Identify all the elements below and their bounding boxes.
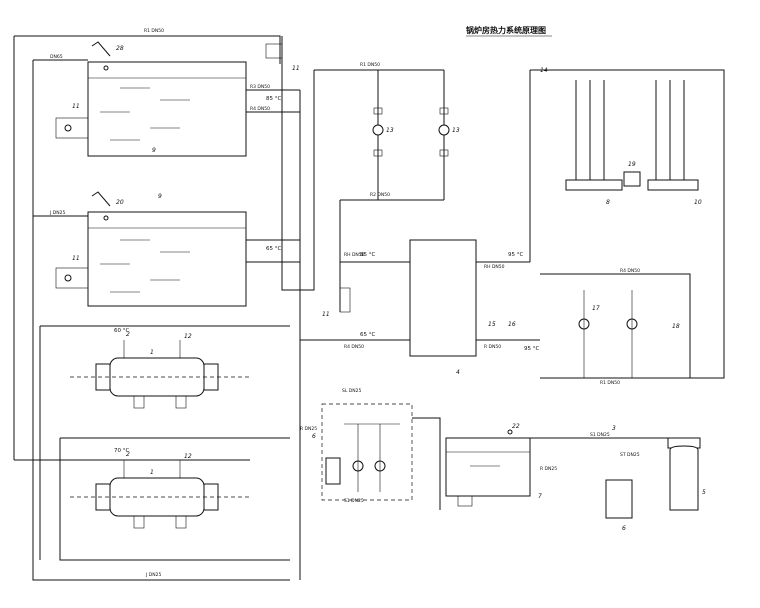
small-tank-num: 6: [622, 525, 626, 532]
tag-28: 28: [116, 45, 124, 52]
tag-2a: 2: [126, 331, 130, 338]
tag-11d: 11: [322, 311, 330, 318]
water-tank-num: 7: [538, 493, 542, 500]
pump-pair-right-middle[interactable]: 15 16 17 18: [488, 290, 680, 378]
temp-label: 85 °C: [360, 252, 375, 258]
tag-11c: 11: [292, 65, 300, 72]
pipe-label: R DN25: [300, 426, 317, 432]
pipe-label: R4 DN50: [250, 106, 270, 112]
temp-label: 60 °C: [114, 328, 129, 334]
pipe-label: RH DN50: [484, 264, 505, 270]
tag-18: 18: [672, 323, 680, 330]
tag-22: 22: [512, 423, 520, 430]
header-right-num: 10: [694, 199, 702, 206]
tank-lower[interactable]: 20 9: [87, 191, 247, 307]
pipe-label: R1 DN50: [360, 62, 380, 68]
pump-pair-upper-middle[interactable]: 13 13: [372, 107, 460, 157]
header-left-num: 8: [606, 199, 610, 206]
hx-lower-num: 1: [150, 469, 154, 476]
tag-14: 14: [540, 67, 548, 74]
control-box-num: 6: [312, 433, 316, 440]
header-valve[interactable]: 19: [623, 161, 641, 187]
tag-19: 19: [628, 161, 636, 168]
pipe-label: R DN50: [484, 344, 501, 350]
pipe-label: RH DN50: [344, 252, 365, 258]
temp-label: 65 °C: [266, 246, 281, 252]
tag-13b: 13: [452, 127, 460, 134]
temp-label: 70 °C: [114, 448, 129, 454]
pipe-label: R DN25: [540, 466, 557, 472]
valve-top-right[interactable]: 11: [265, 43, 300, 72]
tag-11a: 11: [72, 103, 80, 110]
heat-exchanger-upper[interactable]: 1 12 2: [70, 331, 250, 409]
softener[interactable]: 5: [667, 437, 706, 511]
tank-lower-num: 9: [158, 193, 162, 200]
temp-label: 95 °C: [524, 346, 539, 352]
tag-2b: 2: [126, 451, 130, 458]
pipe-label: R1 DN50: [600, 380, 620, 386]
pipe-labels: R1 DN50 DN65 R3 DN50 R4 DN50 R1 DN50 R2 …: [49, 28, 640, 578]
tag-13a: 13: [386, 127, 394, 134]
temp-label: 95 °C: [508, 252, 523, 258]
softener-num: 5: [702, 489, 706, 496]
pipe-label: R4 DN50: [620, 268, 640, 274]
pipe-label: R3 DN50: [250, 84, 270, 90]
small-tank[interactable]: 6: [605, 479, 633, 532]
pipe-label: R4 DN50: [344, 344, 364, 350]
temp-label: 65 °C: [360, 332, 375, 338]
tag-15: 15: [488, 321, 496, 328]
central-vessel[interactable]: 4: [409, 239, 477, 376]
tank-upper[interactable]: 28 9: [87, 41, 247, 157]
water-tank[interactable]: 7 22: [412, 417, 680, 510]
tag-3: 3: [612, 425, 616, 432]
hx-upper-num: 1: [150, 349, 154, 356]
valve-group-upper-left[interactable]: 11: [55, 103, 89, 139]
pipe-label: S1 DN25: [590, 432, 610, 438]
pipe-label: J DN25: [145, 572, 161, 578]
temperature-labels: 85 °C 65 °C 85 °C 65 °C 95 °C 95 °C 60 °…: [114, 96, 539, 454]
pipe-label: S1 DN25: [344, 498, 364, 504]
valve-group-lower-left[interactable]: 11: [55, 255, 89, 289]
pipe-label: ST DN25: [620, 452, 640, 458]
tag-11b: 11: [72, 255, 80, 262]
diagram-title: 锅炉房热力系统原理图: [465, 25, 546, 35]
heat-exchanger-lower[interactable]: 1 12 2: [70, 451, 250, 529]
header-right[interactable]: 10: [647, 80, 702, 206]
header-left[interactable]: 8: [565, 80, 623, 206]
tank-upper-num: 9: [152, 147, 156, 154]
temp-label: 85 °C: [266, 96, 281, 102]
pipe-label: J DN25: [49, 210, 65, 216]
valve-near-vessel[interactable]: 11: [322, 287, 351, 318]
pipe-label: R1 DN50: [144, 28, 164, 34]
central-vessel-num: 4: [456, 369, 460, 376]
pipe-label: R2 DN50: [370, 192, 390, 198]
tag-12a: 12: [184, 333, 192, 340]
tag-17: 17: [592, 305, 600, 312]
tag-16: 16: [508, 321, 516, 328]
pipe-label: SL DN25: [342, 388, 361, 394]
tag-20: 20: [116, 199, 124, 206]
pipe-label: DN65: [50, 54, 63, 60]
control-box[interactable]: 6: [312, 403, 413, 501]
tag-12b: 12: [184, 453, 192, 460]
